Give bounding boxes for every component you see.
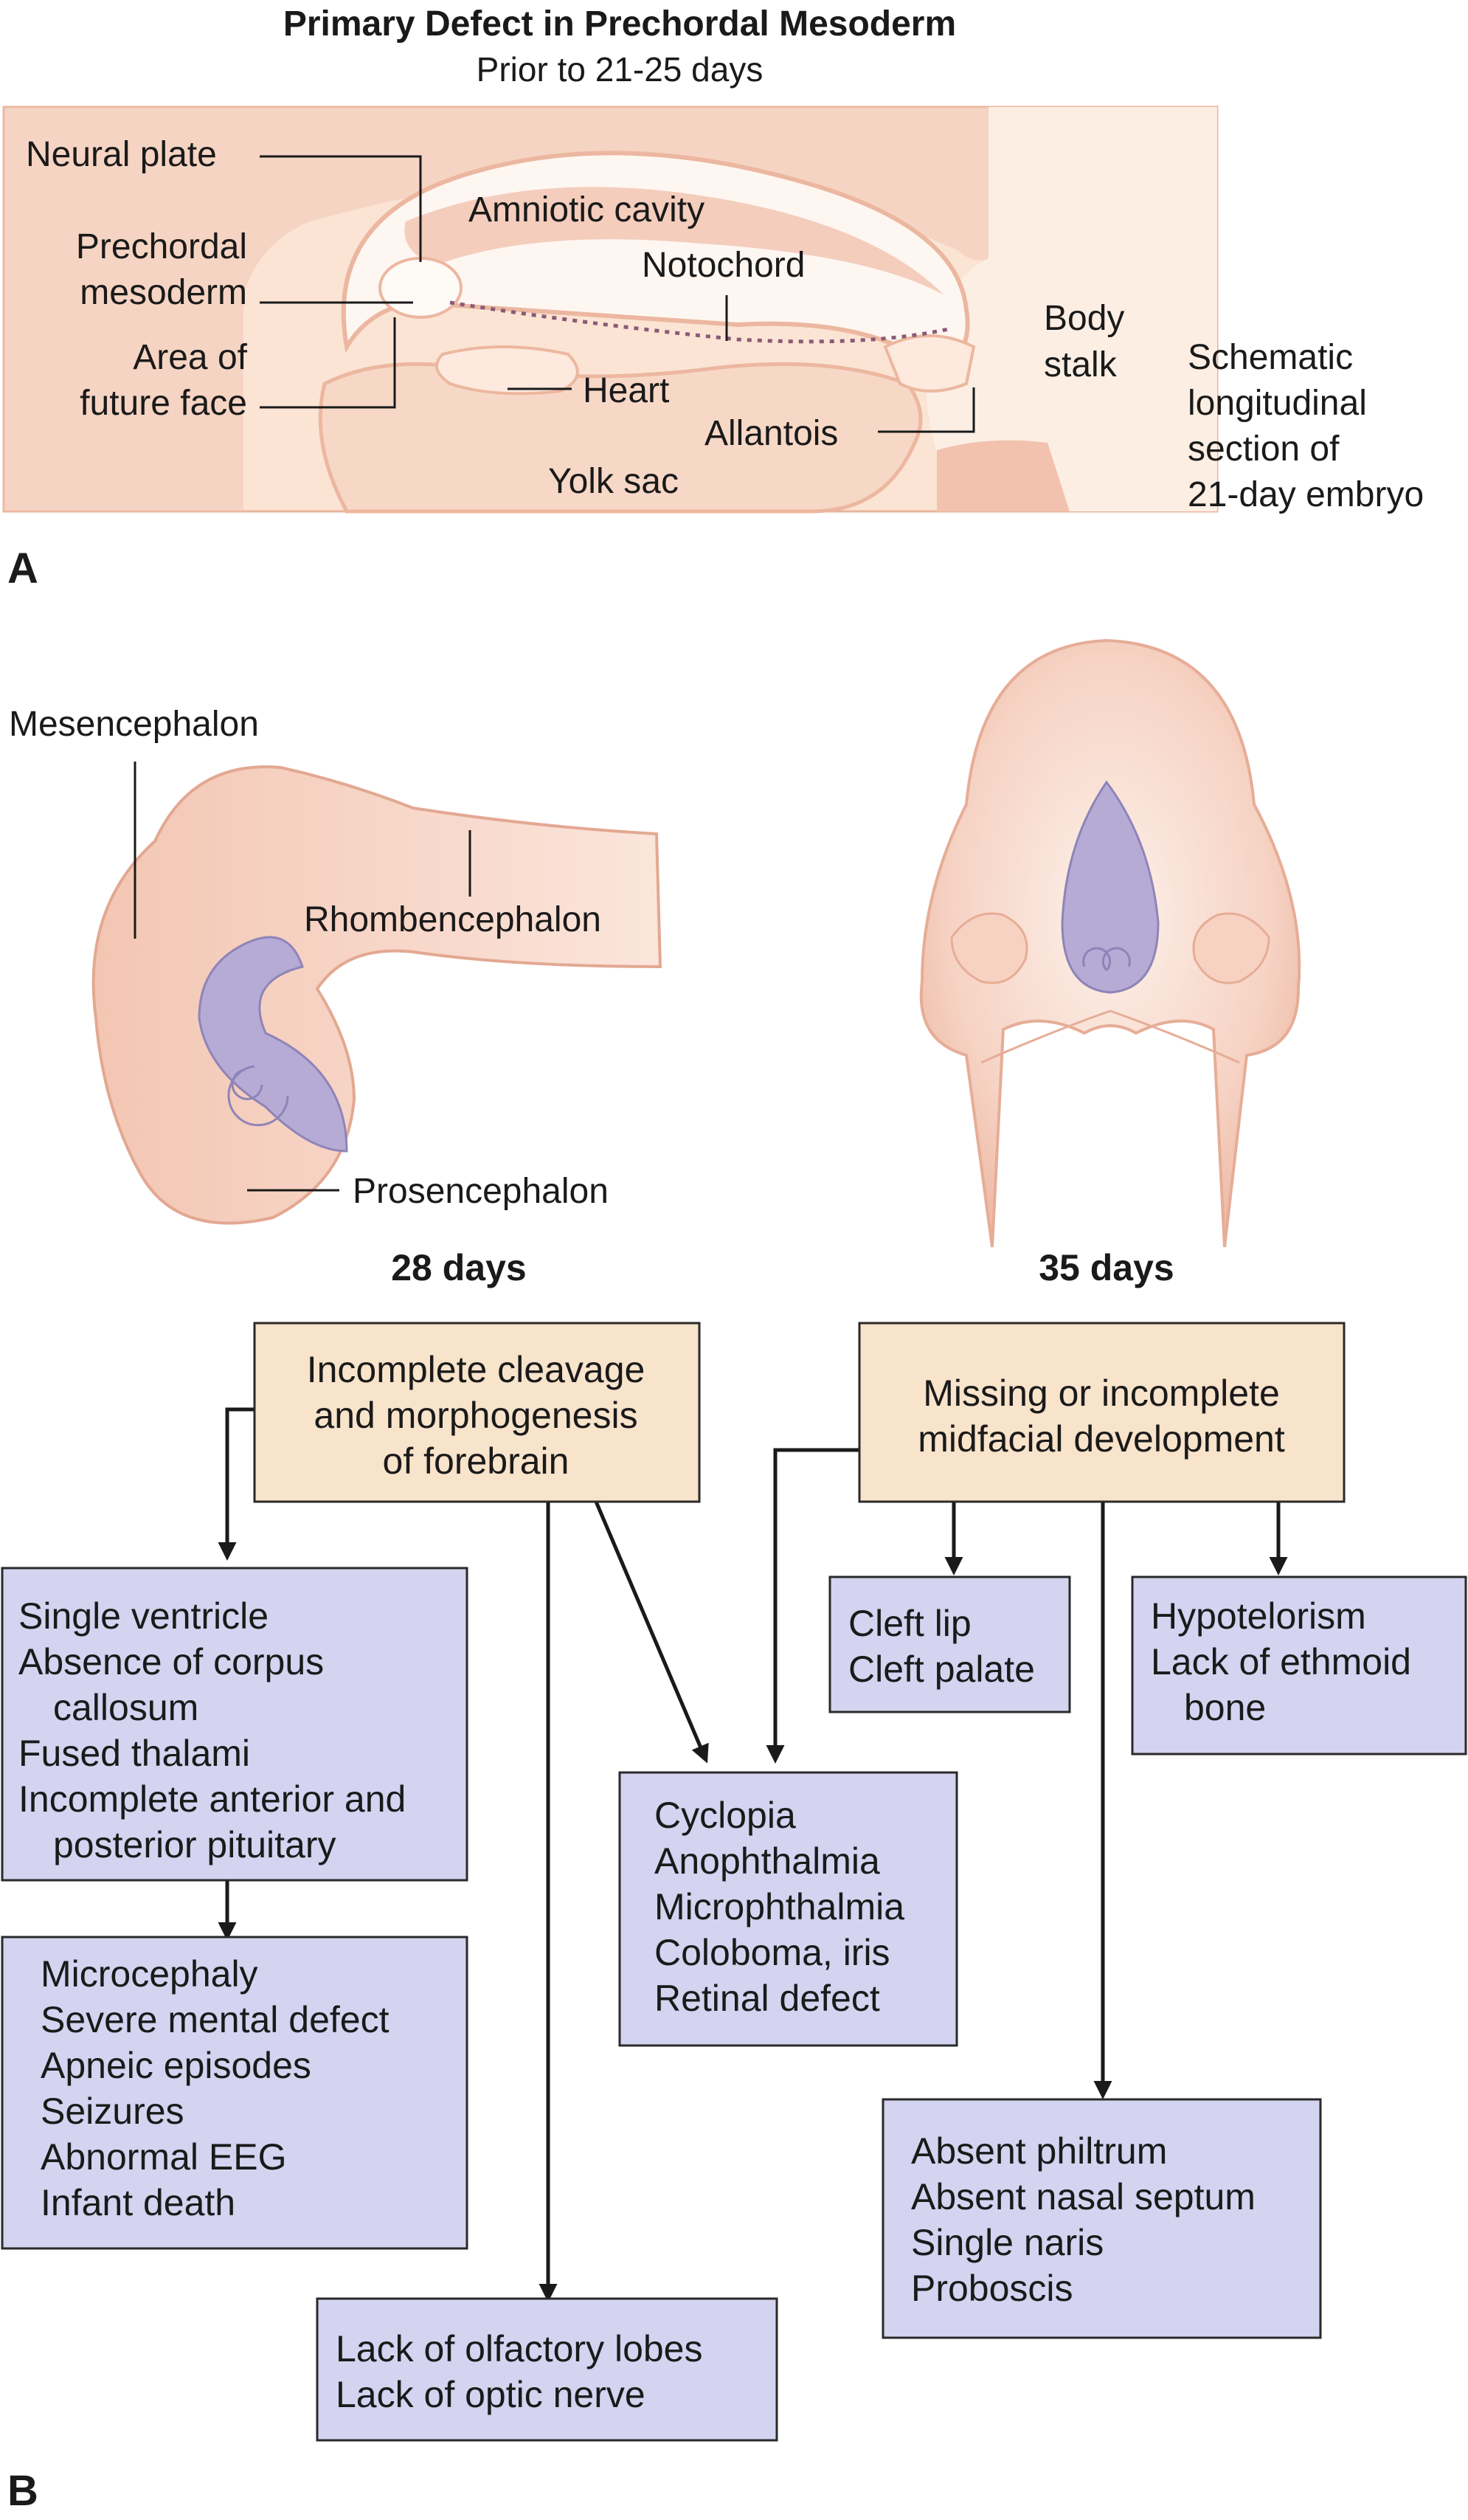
- panel-b-letter: B: [7, 2467, 38, 2515]
- panel-a-title: Primary Defect in Prechordal Mesoderm: [283, 4, 956, 44]
- embryo-section-illustration: [2, 106, 1219, 514]
- label-prechordal-1: Prechordal: [76, 227, 247, 266]
- label-amniotic-cavity: Amniotic cavity: [468, 190, 704, 229]
- forebrain-box: Incomplete cleavage and morphogenesis of…: [253, 1322, 701, 1503]
- cyclopia-line-1: Cyclopia: [654, 1795, 796, 1836]
- olfactory-line-2: Lack of optic nerve: [336, 2374, 645, 2415]
- ventricle-line-4: Fused thalami: [18, 1733, 250, 1774]
- panel-a-letter: A: [7, 545, 38, 593]
- caption-line-1: Schematic: [1188, 338, 1353, 377]
- hypo-line-3: bone: [1184, 1687, 1266, 1728]
- label-prechordal-2: mesoderm: [80, 273, 247, 312]
- micro-line-4: Seizures: [41, 2091, 184, 2132]
- cleft-line-2: Cleft palate: [848, 1649, 1035, 1690]
- hypo-line-1: Hypotelorism: [1151, 1595, 1366, 1637]
- micro-line-3: Apneic episodes: [41, 2045, 311, 2086]
- label-stalk: stalk: [1044, 345, 1118, 384]
- ventricle-box: Single ventricle Absence of corpus callo…: [1, 1567, 468, 1882]
- label-neural-plate: Neural plate: [26, 135, 217, 174]
- face-35-day-illustration: [919, 638, 1301, 1248]
- micro-line-5: Abnormal EEG: [41, 2136, 286, 2178]
- caption-line-2: longitudinal: [1188, 384, 1367, 423]
- cyclopia-line-4: Coloboma, iris: [654, 1932, 890, 1973]
- ventricle-line-3: callosum: [53, 1687, 198, 1728]
- cyclopia-line-3: Microphthalmia: [654, 1886, 904, 1927]
- label-future-face: future face: [80, 384, 247, 423]
- hypotelorism-box: Hypotelorism Lack of ethmoid bone: [1131, 1575, 1467, 1756]
- micro-line-2: Severe mental defect: [41, 1999, 389, 2040]
- midface-line-1: Missing or incomplete: [923, 1373, 1280, 1414]
- label-allantois: Allantois: [704, 414, 838, 453]
- ventricle-line-5: Incomplete anterior and: [18, 1778, 406, 1820]
- panel-a: Primary Defect in Prechordal Mesoderm Pr…: [2, 4, 1424, 593]
- label-body: Body: [1044, 299, 1124, 338]
- ventricle-line-6: posterior pituitary: [53, 1824, 336, 1865]
- cyclopia-line-5: Retinal defect: [654, 1978, 880, 2019]
- label-heart: Heart: [583, 371, 669, 410]
- forebrain-line-2: and morphogenesis: [314, 1395, 637, 1436]
- micro-line-1: Microcephaly: [41, 1953, 258, 1995]
- brain-28-day-illustration: [91, 765, 662, 1225]
- caption-line-4: 21-day embryo: [1188, 475, 1424, 514]
- cleft-line-1: Cleft lip: [848, 1603, 972, 1644]
- forebrain-line-3: of forebrain: [383, 1440, 569, 1482]
- olfactory-box: Lack of olfactory lobes Lack of optic ne…: [316, 2297, 778, 2442]
- label-28-days: 28 days: [391, 1247, 526, 1288]
- midface-line-2: midfacial development: [918, 1418, 1285, 1460]
- panel-b: Mesencephalon Rhombencephalon Prosenceph…: [1, 638, 1467, 2515]
- cyclopia-line-2: Anophthalmia: [654, 1840, 880, 1882]
- ventricle-line-2: Absence of corpus: [18, 1641, 324, 1682]
- label-area-of: Area of: [133, 338, 247, 377]
- philtrum-box: Absent philtrum Absent nasal septum Sing…: [882, 2098, 1322, 2339]
- label-notochord: Notochord: [642, 246, 805, 285]
- caption-line-3: section of: [1188, 429, 1340, 469]
- label-prosencephalon: Prosencephalon: [353, 1172, 609, 1211]
- label-35-days: 35 days: [1039, 1247, 1174, 1288]
- philtrum-line-1: Absent philtrum: [911, 2130, 1167, 2172]
- forebrain-line-1: Incomplete cleavage: [307, 1349, 645, 1390]
- label-mesencephalon: Mesencephalon: [9, 705, 259, 744]
- panel-a-subtitle: Prior to 21-25 days: [477, 50, 764, 89]
- label-yolk-sac: Yolk sac: [548, 462, 679, 501]
- micro-line-6: Infant death: [41, 2182, 235, 2223]
- olfactory-line-1: Lack of olfactory lobes: [336, 2328, 703, 2369]
- midface-box: Missing or incomplete midfacial developm…: [858, 1322, 1346, 1503]
- philtrum-line-2: Absent nasal septum: [911, 2176, 1256, 2217]
- ventricle-line-1: Single ventricle: [18, 1595, 269, 1637]
- microcephaly-box: Microcephaly Severe mental defect Apneic…: [1, 1936, 468, 2250]
- philtrum-line-3: Single naris: [911, 2222, 1104, 2263]
- cleft-box: Cleft lip Cleft palate: [828, 1575, 1071, 1713]
- philtrum-line-4: Proboscis: [911, 2268, 1073, 2309]
- cyclopia-box: Cyclopia Anophthalmia Microphthalmia Col…: [618, 1771, 958, 2047]
- hypo-line-2: Lack of ethmoid: [1151, 1641, 1411, 1682]
- label-rhombencephalon: Rhombencephalon: [304, 900, 601, 939]
